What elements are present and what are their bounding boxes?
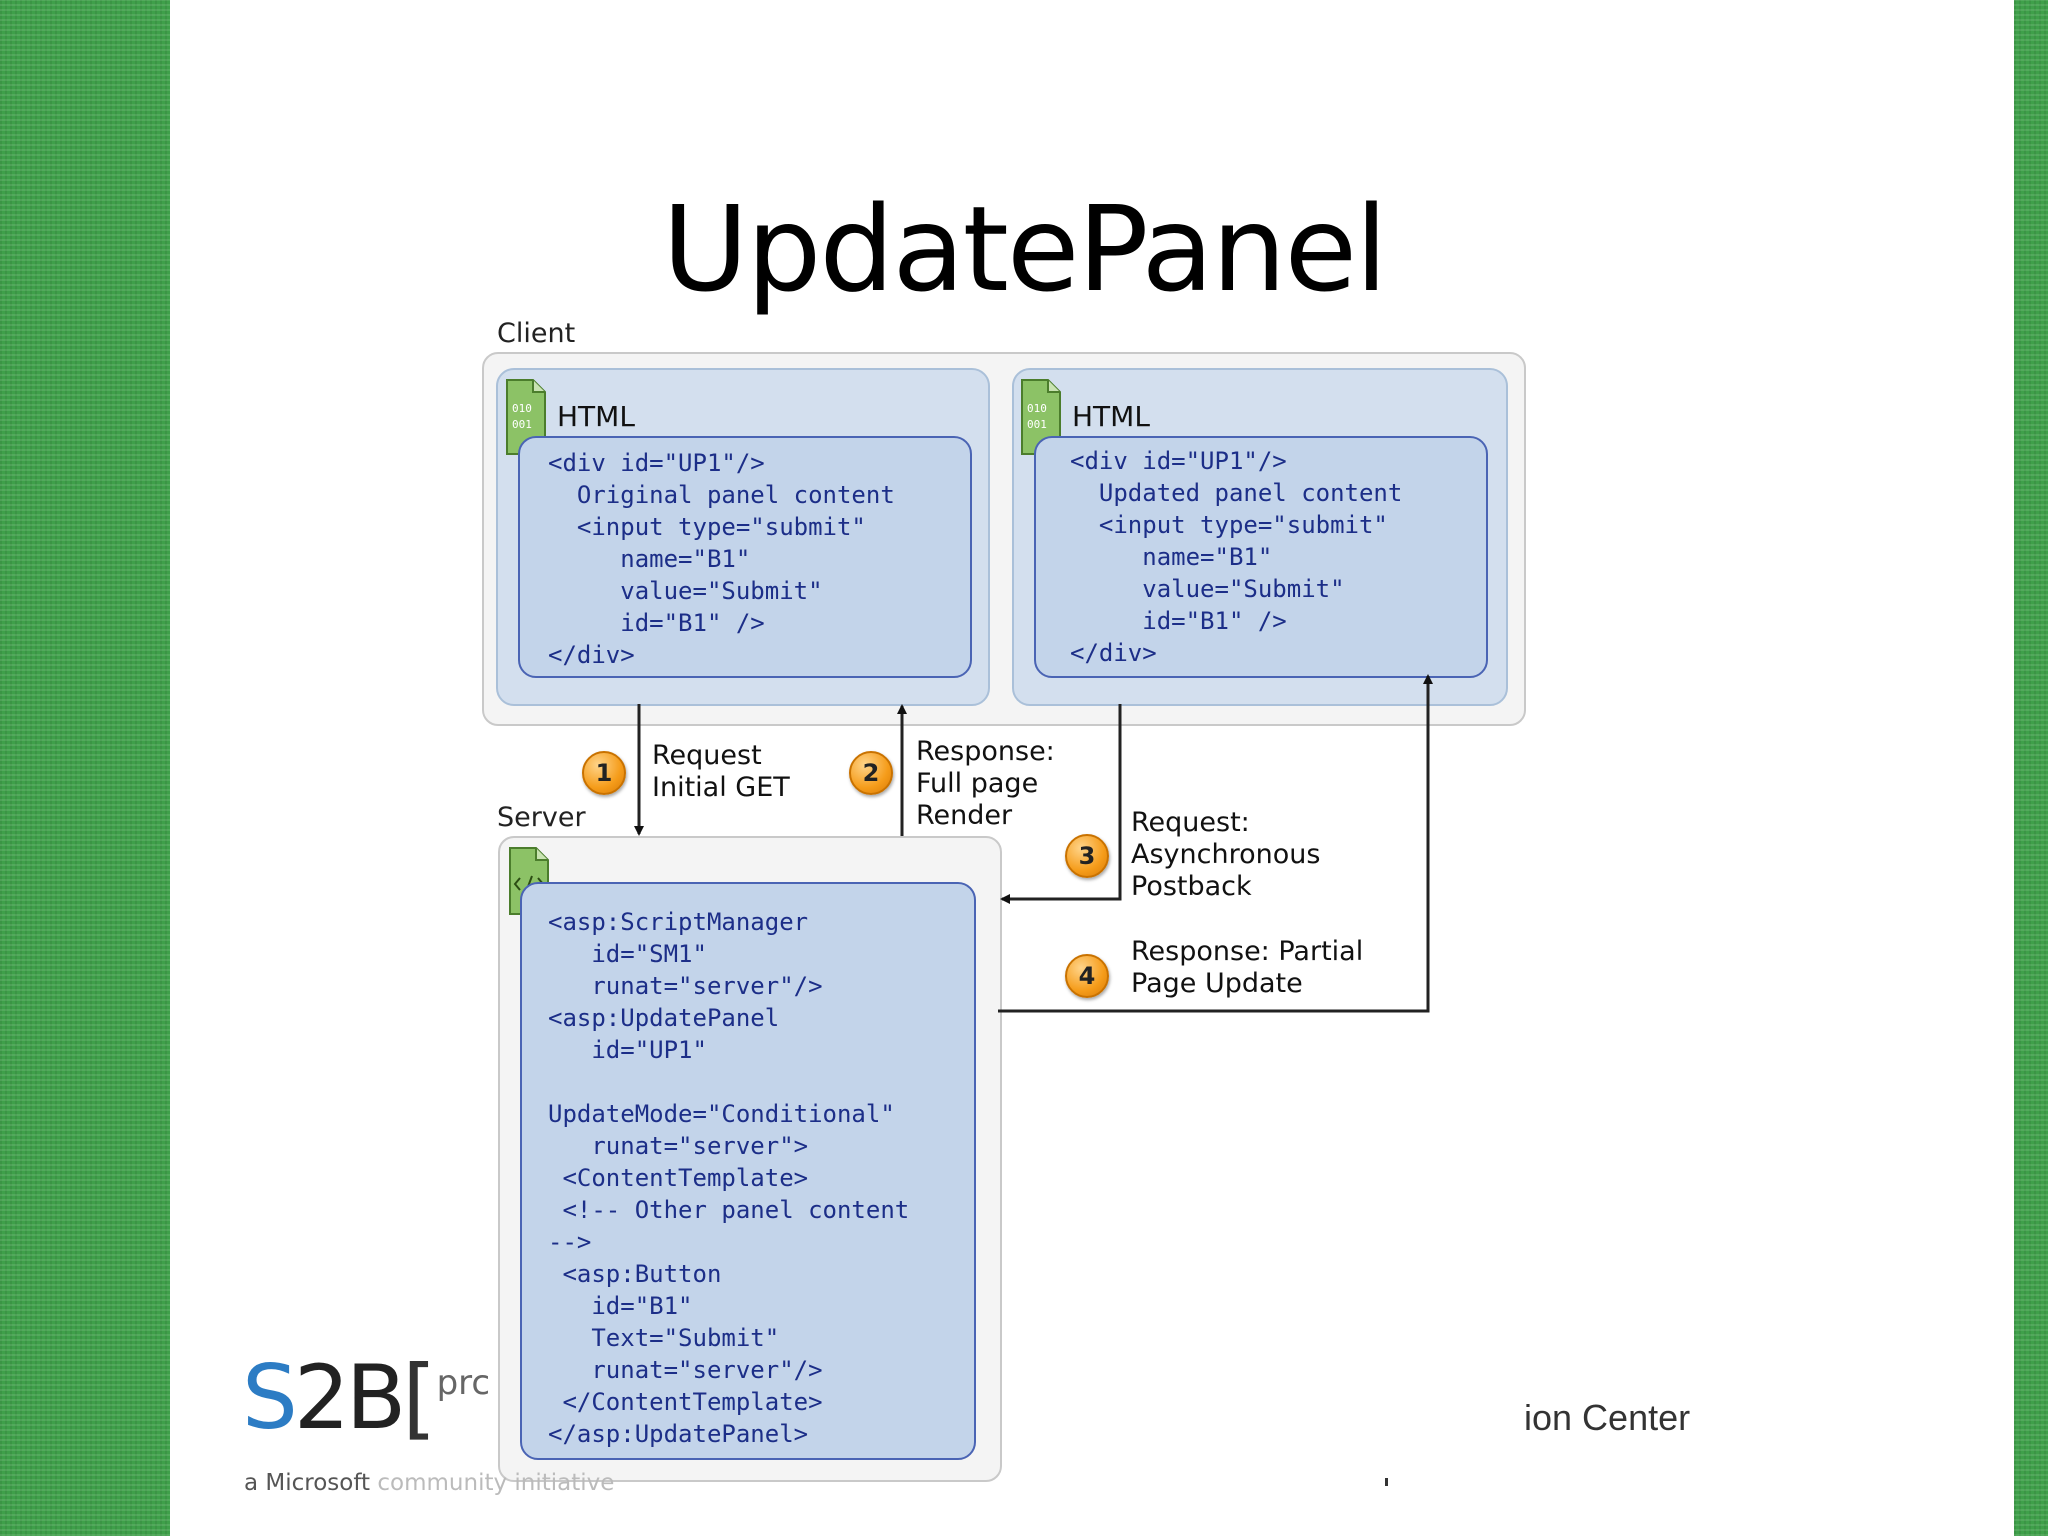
svg-text:010: 010 (512, 402, 532, 415)
arrow-partial-update (998, 674, 1433, 1013)
step-label-2: Response: Full page Render (916, 736, 1055, 831)
s2b-logo: S2B[prc (242, 1354, 490, 1442)
step-badge-3: 3 (1065, 834, 1109, 878)
logo-2b: 2B (293, 1346, 406, 1449)
server-code-box (520, 882, 976, 1460)
logo-s: S (242, 1346, 298, 1449)
left-green-band (0, 0, 170, 1536)
step-label-3: Request: Asynchronous Postback (1131, 807, 1321, 902)
server-code: <asp:ScriptManager id="SM1" runat="serve… (548, 908, 910, 1448)
updated-html-label: HTML (1072, 400, 1150, 433)
step-label-1: Request Initial GET (652, 740, 790, 803)
svg-text:001: 001 (1027, 418, 1047, 431)
server-label: Server (497, 802, 586, 833)
html-file-icon: 010 001 (1021, 379, 1061, 455)
svg-text:010: 010 (1027, 402, 1047, 415)
slide-title: UpdatePanel (662, 180, 1388, 318)
step-badge-4: 4 (1065, 954, 1109, 998)
original-html-code: <div id="UP1"/> Original panel content <… (548, 449, 895, 669)
step-badge-1: 1 (582, 751, 626, 795)
logo-tagline: a Microsoft community initiative (244, 1470, 614, 1496)
logo-bracket: [ (402, 1346, 436, 1449)
svg-text:001: 001 (512, 418, 532, 431)
footer-right-text: ion Center (1524, 1397, 1691, 1438)
original-code-box (518, 436, 972, 678)
client-label: Client (497, 318, 576, 349)
tagline-rest: community initiative (370, 1470, 615, 1496)
right-green-band (2014, 0, 2048, 1536)
footer-tick-mark (1385, 1478, 1388, 1486)
step-label-4: Response: Partial Page Update (1131, 936, 1364, 999)
original-html-label: HTML (557, 400, 635, 433)
html-file-icon: 010 001 (506, 379, 546, 455)
arrow-async-postback (1000, 704, 1122, 904)
step-badge-2: 2 (849, 751, 893, 795)
updated-code-box (1034, 436, 1488, 678)
tagline-microsoft: a Microsoft (244, 1470, 371, 1496)
logo-fragment: prc (436, 1363, 491, 1403)
updated-html-code: <div id="UP1"/> Updated panel content <i… (1070, 447, 1403, 667)
